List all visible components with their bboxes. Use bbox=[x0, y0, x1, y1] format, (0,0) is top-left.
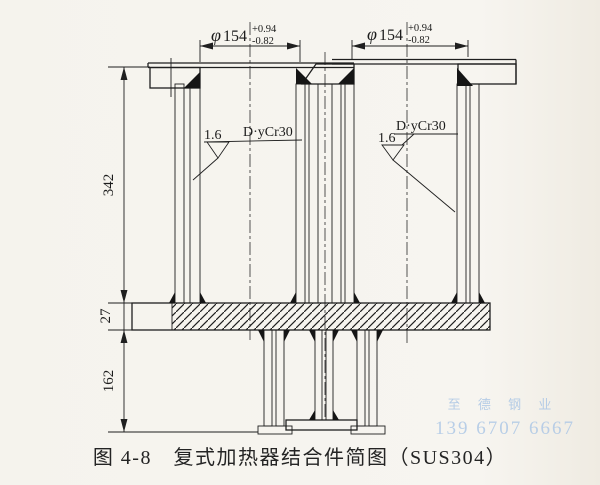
lower-tube-bottom bbox=[257, 410, 386, 435]
left-cylinder-walls bbox=[174, 83, 201, 304]
plate-bottom-weld-fillets bbox=[258, 330, 383, 342]
dia-left-tol-plus: +0.94 bbox=[252, 24, 277, 35]
flange-weld-fillets bbox=[184, 68, 473, 88]
coating-note-right: D·yCr30 bbox=[396, 119, 446, 134]
dia-left-tol-minus: -0.82 bbox=[252, 36, 274, 47]
dia-right-phi: φ bbox=[367, 24, 377, 44]
watermark-company: 至 德 钢 业 bbox=[448, 397, 559, 412]
dimension-dia-left: φ 154 +0.94 -0.82 bbox=[199, 24, 301, 62]
roughness-left-symbol bbox=[206, 141, 230, 159]
surface-finish-left: 1.6 D·yCr30 bbox=[192, 125, 303, 181]
dia-left-value: 154 bbox=[223, 28, 247, 45]
dia-right-tol-minus: -0.82 bbox=[408, 35, 430, 46]
tube-sheet-plate bbox=[131, 302, 491, 331]
leader-right bbox=[392, 159, 456, 213]
dia-right-value: 154 bbox=[379, 27, 403, 44]
watermark: 至 德 钢 业 139 6707 6667 bbox=[435, 397, 575, 439]
dimension-left-chain: 342 27 162 bbox=[98, 66, 258, 433]
leader-left bbox=[192, 157, 219, 181]
coating-note-left: D·yCr30 bbox=[243, 125, 293, 140]
lower-tube-walls bbox=[263, 329, 378, 427]
roughness-right-value: 1.6 bbox=[378, 131, 396, 146]
dim-162-label: 162 bbox=[101, 370, 117, 393]
dia-left-phi: φ bbox=[211, 25, 221, 45]
roughness-right-symbol bbox=[381, 144, 405, 161]
centerlines bbox=[249, 22, 408, 418]
dimension-dia-right: φ 154 +0.94 -0.82 bbox=[351, 23, 469, 60]
surface-finish-right: 1.6 D·yCr30 bbox=[378, 119, 458, 213]
watermark-phone: 139 6707 6667 bbox=[435, 418, 575, 439]
right-cylinder-walls bbox=[456, 83, 480, 304]
roughness-left-value: 1.6 bbox=[204, 128, 222, 143]
figure-caption: 图 4-8 复式加热器结合件简图（SUS304） bbox=[93, 446, 507, 469]
dia-right-tol-plus: +0.94 bbox=[408, 23, 433, 34]
dim-342-label: 342 bbox=[101, 174, 117, 197]
dim-27-label: 27 bbox=[98, 308, 114, 324]
plate-top-weld-fillets bbox=[169, 292, 485, 303]
